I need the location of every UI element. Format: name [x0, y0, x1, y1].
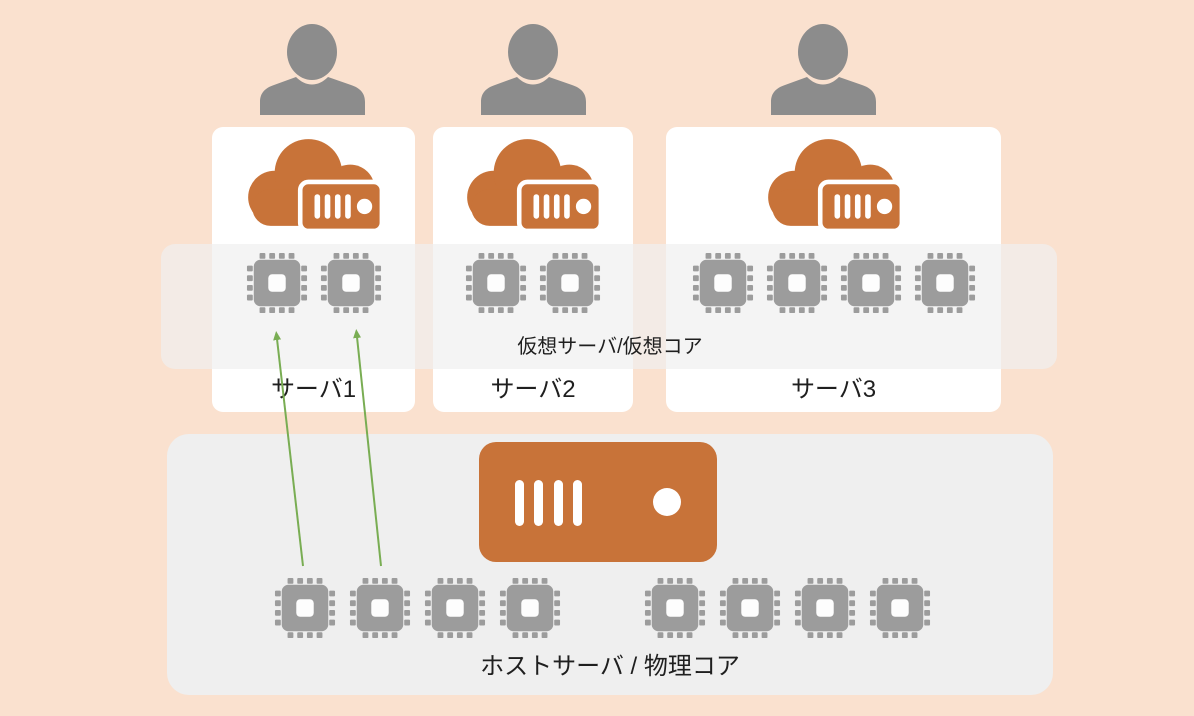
user-1-person-icon	[260, 22, 365, 115]
virtual-core-row	[212, 252, 415, 314]
server-icon	[479, 442, 717, 562]
cpu-core-icon	[465, 252, 527, 314]
cloud-server-icon	[463, 136, 603, 233]
cpu-core-icon	[644, 577, 706, 639]
host-server-box: ホストサーバ / 物理コア	[167, 434, 1053, 695]
cloud-server-icon	[467, 139, 603, 233]
cpu-core-icon	[869, 577, 931, 639]
cpu-core-icon	[246, 252, 307, 314]
virtual-server-label: サーバ3	[790, 376, 877, 403]
person-icon	[481, 24, 586, 115]
virtual-core-row	[433, 252, 633, 314]
cloud-server-icon	[244, 136, 384, 233]
virtualization-layer-label: 仮想サーバ/仮想コア	[517, 336, 703, 358]
cpu-core-icon	[914, 252, 975, 314]
cloud-server-icon	[247, 139, 384, 233]
user-3-person-icon	[771, 22, 876, 115]
physical-core-group-2	[644, 577, 931, 639]
virtual-server-label: サーバ1	[270, 376, 357, 403]
virtualization-layer-band	[161, 244, 1057, 369]
person-icon	[771, 24, 876, 115]
cpu-core-icon	[840, 252, 901, 314]
cpu-core-icon	[692, 252, 753, 314]
host-server-label: ホストサーバ / 物理コア	[480, 653, 740, 680]
host-server-icon	[479, 442, 717, 562]
cloud-server-icon	[764, 136, 904, 233]
cpu-core-icon	[349, 577, 411, 639]
virtual-server-card-1: サーバ1	[212, 127, 415, 412]
virtual-server-label: サーバ2	[490, 376, 576, 403]
cpu-core-icon	[424, 577, 486, 639]
cpu-core-icon	[539, 252, 601, 314]
cpu-core-icon	[719, 577, 781, 639]
cloud-server-icon	[767, 139, 904, 233]
person-icon	[260, 24, 365, 115]
cpu-core-icon	[320, 252, 381, 314]
user-2-person-icon	[481, 22, 586, 115]
virtual-server-card-3: サーバ3	[666, 127, 1001, 412]
virtual-server-card-2: サーバ2	[433, 127, 633, 412]
cpu-core-icon	[794, 577, 856, 639]
cpu-core-icon	[274, 577, 336, 639]
cpu-core-icon	[766, 252, 827, 314]
physical-core-group-1	[274, 577, 561, 639]
virtual-core-row	[666, 252, 1001, 314]
cpu-core-icon	[499, 577, 561, 639]
